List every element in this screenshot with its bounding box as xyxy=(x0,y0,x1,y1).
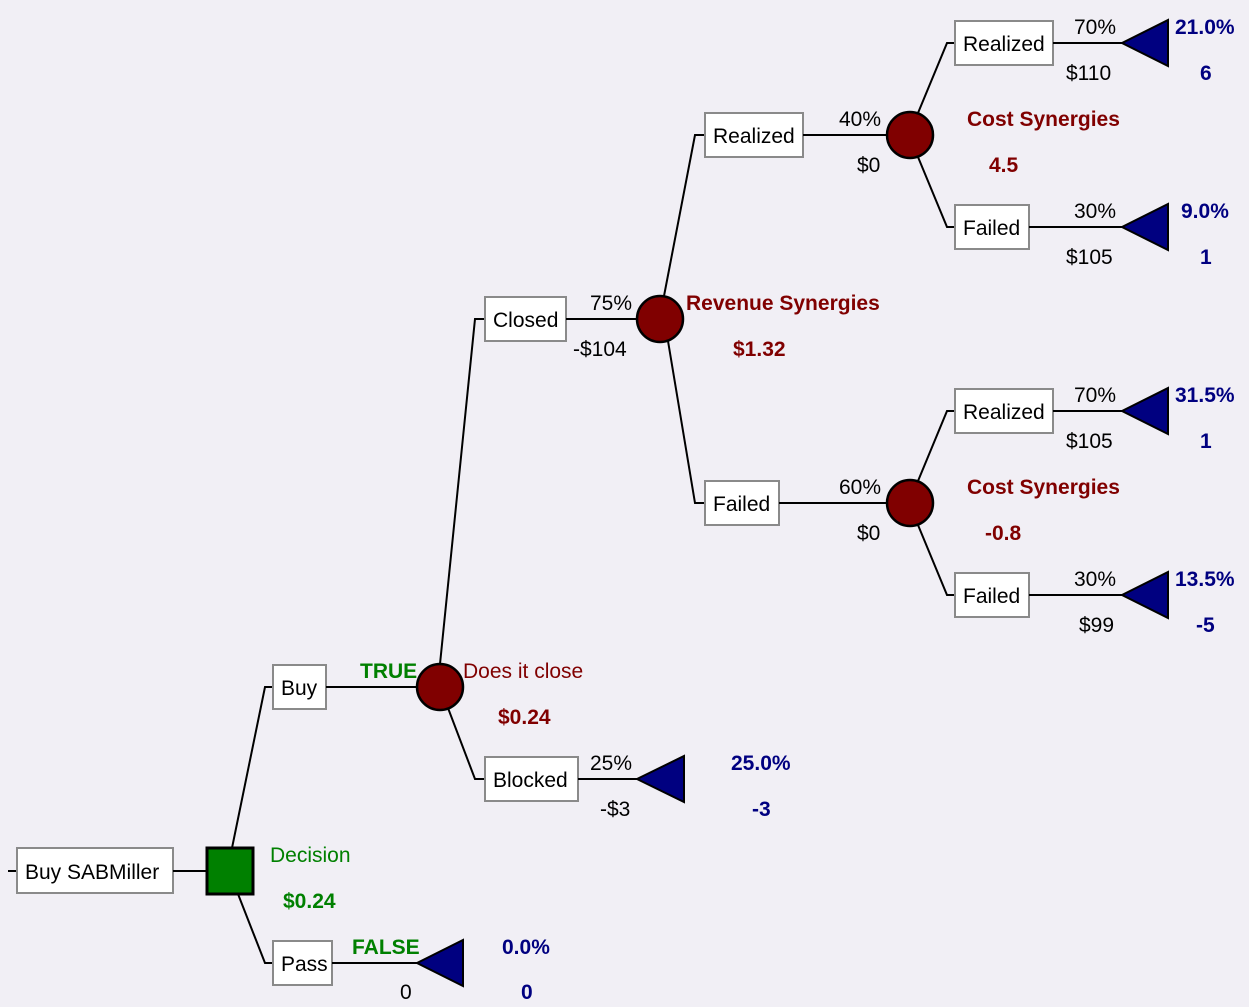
branch-payoff: $105 xyxy=(1066,246,1113,269)
branch-label: Failed xyxy=(963,585,1020,608)
branch-payoff: -$104 xyxy=(573,338,627,361)
chance-node-cost-1[interactable] xyxy=(885,110,935,160)
connector xyxy=(447,707,485,780)
branch-prob: 70% xyxy=(1074,16,1116,39)
rev-realized-branch[interactable]: Realized xyxy=(704,112,804,158)
branch-prob: 30% xyxy=(1074,568,1116,591)
terminal-node[interactable] xyxy=(1119,202,1169,252)
leaf-branch[interactable]: Failed xyxy=(954,572,1030,618)
connector xyxy=(667,340,705,504)
branch-label: Pass xyxy=(281,953,328,976)
branch-label: Buy SABMiller xyxy=(25,861,159,884)
terminal-value: 0 xyxy=(521,981,533,1004)
branch-payoff: $0 xyxy=(857,154,880,177)
connector xyxy=(237,893,273,964)
chance-node-value: $1.32 xyxy=(733,338,786,361)
chance-node-close[interactable] xyxy=(415,662,465,712)
chance-node-cost-2[interactable] xyxy=(885,478,935,528)
blocked-branch[interactable]: Blocked xyxy=(484,756,579,802)
branch-label: Realized xyxy=(963,33,1045,56)
chance-node-name: Revenue Synergies xyxy=(686,292,880,315)
branch-payoff: $0 xyxy=(857,522,880,545)
branch-payoff: $105 xyxy=(1066,430,1113,453)
terminal-node[interactable] xyxy=(414,938,464,988)
decision-node-name: Decision xyxy=(270,844,351,867)
terminal-prob: 0.0% xyxy=(502,936,550,959)
terminal-node[interactable] xyxy=(1119,386,1169,436)
branch-prob: 70% xyxy=(1074,384,1116,407)
rev-failed-branch[interactable]: Failed xyxy=(704,480,780,526)
chance-node-name: Cost Synergies xyxy=(967,476,1120,499)
branch-payoff: $110 xyxy=(1066,62,1111,85)
branch-prob: 40% xyxy=(839,108,881,131)
terminal-node[interactable] xyxy=(1119,570,1169,620)
terminal-value: 6 xyxy=(1200,62,1212,85)
chance-node-name: Does it close xyxy=(463,660,583,683)
terminal-prob: 21.0% xyxy=(1175,16,1235,39)
leaf-branch[interactable]: Realized xyxy=(954,20,1054,66)
terminal-prob: 31.5% xyxy=(1175,384,1235,407)
branch-prob: 60% xyxy=(839,476,881,499)
branch-label: Realized xyxy=(713,125,795,148)
branch-payoff: 0 xyxy=(400,981,412,1004)
leaf-branch[interactable]: Realized xyxy=(954,388,1054,434)
terminal-node[interactable] xyxy=(634,754,685,804)
terminal-prob: 9.0% xyxy=(1181,200,1229,223)
branch-payoff: -$3 xyxy=(600,798,630,821)
connector xyxy=(917,410,955,482)
buy-branch[interactable]: Buy xyxy=(272,664,327,710)
terminal-prob: 25.0% xyxy=(731,752,791,775)
connector xyxy=(663,134,705,297)
branch-label: Failed xyxy=(713,493,770,516)
pass-branch[interactable]: Pass xyxy=(272,940,333,986)
branch-label: Buy xyxy=(281,677,318,700)
chance-node-value: 4.5 xyxy=(989,154,1019,177)
terminal-node[interactable] xyxy=(1119,18,1169,68)
chance-node-value: -0.8 xyxy=(985,522,1022,545)
branch-label: Realized xyxy=(963,401,1045,424)
terminal-value: -3 xyxy=(752,798,771,821)
terminal-value: -5 xyxy=(1196,614,1215,637)
decision-node[interactable] xyxy=(205,846,255,896)
branch-flag: TRUE xyxy=(360,660,417,683)
decision-node-value: $0.24 xyxy=(283,890,336,913)
branch-label: Closed xyxy=(493,309,558,332)
terminal-prob: 13.5% xyxy=(1175,568,1235,591)
leaf-branch[interactable]: Failed xyxy=(954,204,1030,250)
terminal-value: 1 xyxy=(1200,246,1212,269)
root-branch[interactable]: Buy SABMiller xyxy=(16,847,174,894)
connector xyxy=(917,42,955,114)
branch-flag: FALSE xyxy=(352,936,420,959)
chance-node-name: Cost Synergies xyxy=(967,108,1120,131)
closed-branch[interactable]: Closed xyxy=(484,296,567,342)
connector xyxy=(231,686,273,849)
branch-prob: 30% xyxy=(1074,200,1116,223)
connector xyxy=(439,318,485,665)
terminal-value: 1 xyxy=(1200,430,1212,453)
branch-prob: 25% xyxy=(590,752,632,775)
connector xyxy=(917,524,955,596)
branch-label: Failed xyxy=(963,217,1020,240)
chance-node-revenue[interactable] xyxy=(635,294,685,344)
connector xyxy=(917,156,955,228)
branch-prob: 75% xyxy=(590,292,632,315)
chance-node-value: $0.24 xyxy=(498,706,551,729)
branch-label: Blocked xyxy=(493,769,568,792)
branch-payoff: $99 xyxy=(1079,614,1114,637)
